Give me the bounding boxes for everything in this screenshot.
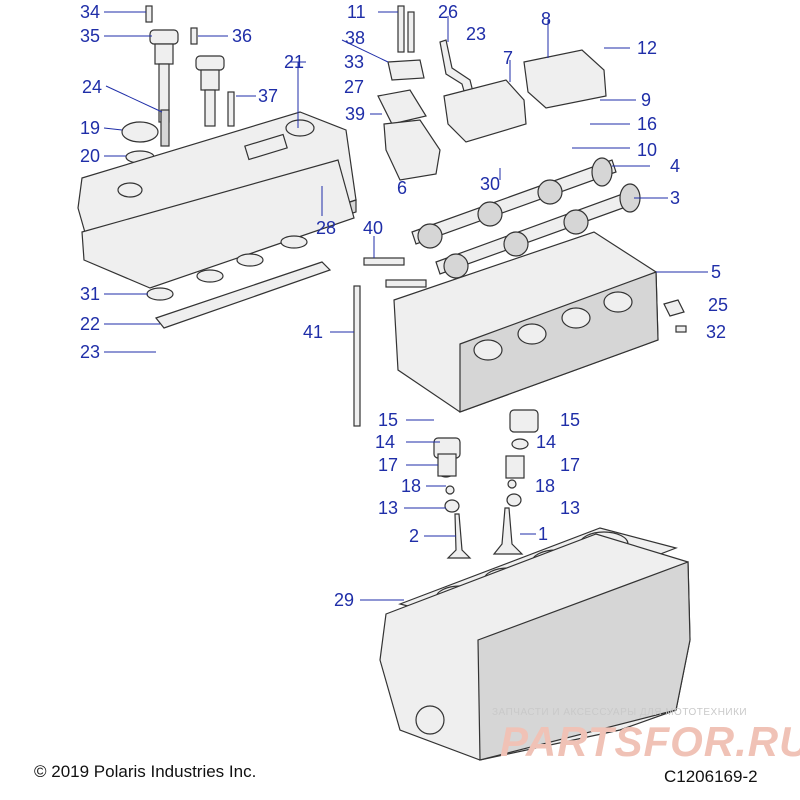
plate-39 xyxy=(377,89,427,125)
seal-right xyxy=(506,493,522,507)
callout-3: 3 xyxy=(670,188,681,208)
oil-filler-cap xyxy=(121,121,159,143)
bolt-40b xyxy=(385,279,427,288)
ignition-coil-left xyxy=(149,29,179,123)
callout-15-right: 15 xyxy=(560,410,581,430)
valve-intake xyxy=(492,507,524,555)
spark-plug-seals xyxy=(146,235,308,301)
callout-13-right: 13 xyxy=(560,498,581,518)
callout-29: 29 xyxy=(334,590,355,610)
callout-16: 16 xyxy=(637,114,658,134)
callout-39: 39 xyxy=(345,104,366,124)
callout-13-left: 13 xyxy=(378,498,399,518)
watermark-logo: PARTSFOR.RU xyxy=(500,718,800,765)
callout-22: 22 xyxy=(80,314,101,334)
callout-33: 33 xyxy=(344,52,365,72)
callout-18-right: 18 xyxy=(535,476,556,496)
callout-26: 26 xyxy=(438,2,459,22)
callout-6: 6 xyxy=(397,178,408,198)
bolt-34 xyxy=(145,5,153,23)
cam-carrier-7 xyxy=(443,79,527,143)
leader-lines xyxy=(103,11,708,601)
bolt-32 xyxy=(675,325,687,333)
valve-exhaust xyxy=(446,513,472,559)
callout-28: 28 xyxy=(316,218,337,238)
valve-cover-gasket xyxy=(81,159,355,289)
keeper-right xyxy=(507,479,517,489)
callout-32: 32 xyxy=(706,322,727,342)
callout-15-left: 15 xyxy=(378,410,399,430)
callout-20: 20 xyxy=(80,146,101,166)
camshaft-intake xyxy=(411,157,617,249)
cylinder-head xyxy=(393,231,659,413)
callout-27: 27 xyxy=(344,77,365,97)
callout-7: 7 xyxy=(503,48,514,68)
callout-17-right: 17 xyxy=(560,455,581,475)
watermark-tagline: ЗАПЧАСТИ И АКСЕССУАРЫ ДЛЯ МОТОТЕХНИКИ xyxy=(492,707,748,718)
bracket-38 xyxy=(387,59,425,81)
callout-25: 25 xyxy=(708,295,729,315)
retainer-right xyxy=(511,438,529,450)
callout-2: 2 xyxy=(409,526,420,546)
callout-11: 11 xyxy=(347,2,366,22)
head-bolt-41 xyxy=(353,285,361,427)
cam-carrier-8 xyxy=(523,49,607,109)
engine-block xyxy=(379,533,691,761)
callout-31: 31 xyxy=(80,284,101,304)
callout-19: 19 xyxy=(80,118,101,138)
callout-14-right: 14 xyxy=(536,432,557,452)
copyright-text: © 2019 Polaris Industries Inc. xyxy=(34,762,257,781)
bolt-11b xyxy=(407,11,415,53)
callout-17-left: 17 xyxy=(378,455,399,475)
callout-41: 41 xyxy=(303,322,324,342)
callout-5: 5 xyxy=(711,262,722,282)
callout-4: 4 xyxy=(670,156,681,176)
tappet-right xyxy=(509,409,539,433)
callout-35: 35 xyxy=(80,26,101,46)
callout-38: 38 xyxy=(345,28,366,48)
stud-37 xyxy=(227,91,235,127)
callout-24: 24 xyxy=(82,77,103,97)
keeper-left xyxy=(445,485,455,495)
callout-8: 8 xyxy=(541,9,552,29)
cam-holder-6 xyxy=(383,119,441,181)
bolt-40 xyxy=(363,257,405,266)
callout-23-top: 23 xyxy=(466,24,487,44)
callout-37: 37 xyxy=(258,86,279,106)
callout-34: 34 xyxy=(80,2,101,22)
sensor-25 xyxy=(663,299,685,317)
spark-plug xyxy=(160,109,170,147)
callout-36: 36 xyxy=(232,26,253,46)
bolt-11 xyxy=(397,5,405,53)
callout-23-bottom: 23 xyxy=(80,342,101,362)
callout-18-left: 18 xyxy=(401,476,422,496)
camshaft-exhaust xyxy=(435,183,641,279)
callout-21: 21 xyxy=(284,52,305,72)
gasket-plate-22 xyxy=(154,261,332,329)
figure-code: C1206169-2 xyxy=(664,767,758,786)
spring-right xyxy=(505,455,525,479)
callout-14-left: 14 xyxy=(375,432,396,452)
ignition-coil-right xyxy=(195,55,225,127)
bolt-36 xyxy=(190,27,198,45)
callout-1: 1 xyxy=(538,524,549,544)
spring-left xyxy=(437,453,457,477)
seal-left xyxy=(444,499,460,513)
callout-40: 40 xyxy=(363,218,384,238)
callout-12: 12 xyxy=(637,38,658,58)
callout-9: 9 xyxy=(641,90,652,110)
callout-30: 30 xyxy=(480,174,501,194)
callout-10: 10 xyxy=(637,140,658,160)
